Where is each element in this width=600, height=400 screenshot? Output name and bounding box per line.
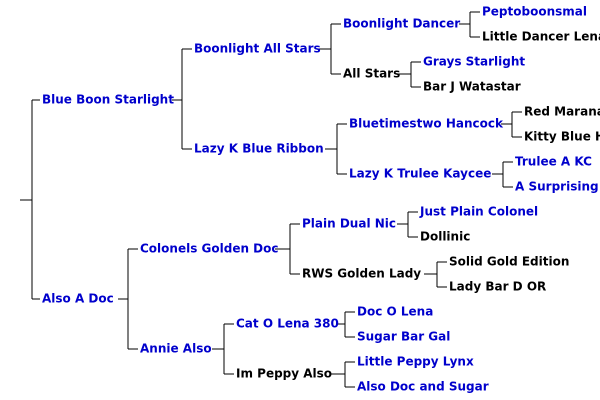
horse-dsd-dam: Lady Bar D OR (449, 280, 546, 294)
horse-ssd-sire[interactable]: Grays Starlight (423, 55, 525, 69)
horse-ssd-dam: Bar J Watastar (423, 80, 521, 94)
connector-lines (20, 11, 522, 388)
horse-dam-dam[interactable]: Annie Also (140, 342, 212, 356)
horse-dss-dam: Dollinic (420, 230, 470, 244)
horse-sss-dam: Little Dancer Lena (482, 30, 600, 44)
horse-sire-dam-dam[interactable]: Lazy K Trulee Kaycee (349, 167, 491, 181)
horse-sds-sire: Red Marana (524, 105, 600, 119)
horse-dds-sire[interactable]: Doc O Lena (357, 305, 433, 319)
horse-sire-dam-sire[interactable]: Bluetimestwo Hancock (349, 117, 504, 131)
horse-sire-sire-dam: All Stars (343, 67, 400, 81)
horse-sss-sire[interactable]: Peptoboonsmal (482, 5, 587, 19)
horse-dam-dam-sire[interactable]: Cat O Lena 380 (236, 317, 339, 331)
horse-ddd-sire[interactable]: Little Peppy Lynx (357, 355, 474, 369)
horse-dss-sire[interactable]: Just Plain Colonel (419, 205, 538, 219)
horse-sire-sire[interactable]: Boonlight All Stars (194, 42, 321, 56)
horse-sdd-dam[interactable]: A Surprising (515, 180, 599, 194)
horse-sire[interactable]: Blue Boon Starlight (42, 93, 174, 107)
horse-dam-sire-sire[interactable]: Plain Dual Nic (302, 217, 396, 231)
horse-sds-dam: Kitty Blue H (524, 130, 600, 144)
horse-dsd-sire: Solid Gold Edition (449, 255, 569, 269)
horse-dam-sire-dam: RWS Golden Lady (302, 267, 421, 281)
horse-sdd-sire[interactable]: Trulee A KC (515, 155, 592, 169)
horse-dam-dam-dam: Im Peppy Also (236, 367, 332, 381)
horse-ddd-dam[interactable]: Also Doc and Sugar (357, 380, 489, 394)
horse-dam-sire[interactable]: Colonels Golden Doc (140, 242, 279, 256)
horse-sire-dam[interactable]: Lazy K Blue Ribbon (194, 142, 324, 156)
horse-dds-dam[interactable]: Sugar Bar Gal (357, 330, 450, 344)
horse-dam[interactable]: Also A Doc (42, 292, 114, 306)
horse-sire-sire-sire[interactable]: Boonlight Dancer (343, 17, 460, 31)
